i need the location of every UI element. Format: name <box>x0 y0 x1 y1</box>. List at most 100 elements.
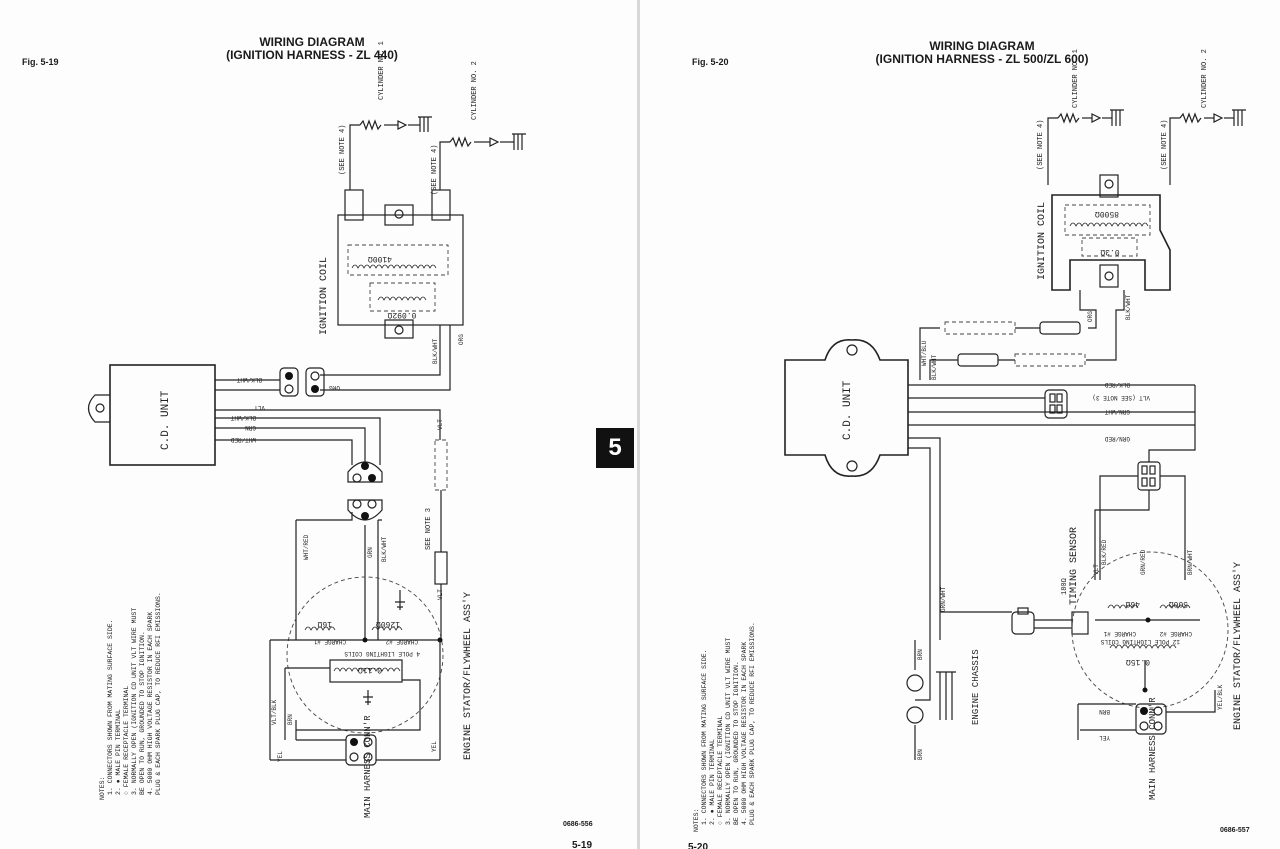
wiring-diagram-zl500-zl600: CYLINDER NO. 1 CYLINDER NO. 2 (SEE NOTE … <box>693 49 1246 832</box>
timing-sensor-label: TIMING SENSOR <box>1069 527 1080 605</box>
wire-label-blk-wht-coil: BLK/WHT <box>432 338 439 364</box>
stator-assembly <box>1071 551 1229 709</box>
wire-label-blk-red: BLK/RED <box>1104 381 1130 388</box>
wire-label-vlt-blk: VLT/BLK <box>271 699 278 725</box>
stator-label: ENGINE STATOR/FLYWHEEL ASS'Y <box>462 592 474 760</box>
wire-label-grn-stator: GRN <box>367 547 374 558</box>
charge-1-resistance: 46Ω <box>1125 599 1140 608</box>
note-line: 3. NORMALLY OPEN (IGNITION CD UNIT VLT W… <box>725 638 732 825</box>
cylinder-1-plug <box>349 116 432 190</box>
cd-unit-label: C.D. UNIT <box>842 380 854 440</box>
wire-label-yel-left: YEL <box>277 751 284 762</box>
lighting-coils-resistance: 0.11Ω <box>358 665 382 674</box>
page-gutter <box>637 0 640 849</box>
coil-primary-resistance: 0.092Ω <box>387 310 416 319</box>
charge-2-label: CHARGE #2 <box>1159 630 1192 637</box>
figure-label: Fig. 5-20 <box>692 57 729 67</box>
wire-label-yel-blk: YEL/BLK <box>1217 684 1224 710</box>
note-line: NOTES: <box>693 809 700 832</box>
wire-label-grn-red-stator: GRN/RED <box>1140 549 1147 575</box>
drawing-code: 0686-556 <box>563 821 593 828</box>
cd-unit <box>784 339 909 477</box>
wire-label-vlt-cd: VLT <box>254 404 265 411</box>
see-note-4-label-2: (SEE NOTE 4) <box>431 145 439 195</box>
main-harness-connector <box>1077 690 1216 740</box>
wire-label-blk-wht-coil: BLK/WHT <box>1125 294 1132 320</box>
cd-unit <box>87 364 216 466</box>
wire-label-brn-left: BRN <box>287 714 294 725</box>
cylinder-2-plug <box>1169 109 1246 185</box>
see-note-3-label: SEE NOTE 3 <box>425 508 433 550</box>
charge-1-label: CHARGE #1 <box>1103 630 1136 637</box>
stator-connector <box>1094 385 1196 580</box>
page-number: 5-19 <box>572 840 593 849</box>
title-line-1: WIRING DIAGRAM <box>259 35 365 49</box>
ignition-coil-label: IGNITION COIL <box>319 257 330 335</box>
wire-label-yel-right: YEL <box>431 741 438 752</box>
note-line: ○ FEMALE RECEPTACLE TERMINAL <box>123 686 130 795</box>
wire-label-vlt-note: VLT (SEE NOTE 3) <box>1092 394 1150 401</box>
wire-label-grn-red: GRN/RED <box>1104 435 1130 442</box>
wire-label-wht-blu: WHT/BLU <box>921 340 928 366</box>
engine-chassis-label: ENGINE CHASSIS <box>971 649 981 725</box>
section-tab: 5 <box>596 428 634 468</box>
note-line: NOTES: <box>99 777 106 800</box>
wire-label-wht-red-stator: WHT/RED <box>303 534 310 560</box>
main-harness-label: MAIN HARNESS CONN'R <box>1148 697 1158 800</box>
lighting-coils-resistance: 0.15Ω <box>1126 657 1150 666</box>
wire-label-grn-wht-sensor: GRN/WHT <box>940 586 947 612</box>
wire-label-blk-wht-cd: BLK/WHT <box>931 354 938 380</box>
notes-block: NOTES: 1. CONNECTORS SHOWN FROM MATING S… <box>693 622 756 832</box>
left-page: Fig. 5-19 WIRING DIAGRAM (IGNITION HARNE… <box>0 0 637 849</box>
title-line-1: WIRING DIAGRAM <box>929 39 1035 53</box>
ignition-coil <box>1051 174 1171 291</box>
wire-label-brn-chassis-1: BRN <box>917 649 924 660</box>
lighting-coils-label: 4 POLE LIGHTING COILS <box>344 650 420 657</box>
wire-label-org-cd: ORG <box>329 384 340 391</box>
cylinder-1-label: CYLINDER NO. 1 <box>378 41 386 100</box>
note-line: 1. CONNECTORS SHOWN FROM MATING SURFACE … <box>107 619 114 795</box>
wire-label-blk-wht-cd: BLK/WHT <box>236 376 262 383</box>
cylinder-1-plug <box>1047 109 1124 185</box>
wiring-diagram-zl440: CYLINDER NO. 1 CYLINDER NO. 2 (SEE NOTE … <box>87 41 526 818</box>
drawing-code: 0686-557 <box>1220 827 1250 834</box>
stator-assembly <box>270 576 444 734</box>
wire-label-blk-wht-stator: BLK/WHT <box>381 536 388 562</box>
wire-label-brn-chassis-2: BRN <box>917 749 924 760</box>
note-line: BE OPEN TO RUN, GROUNDED TO STOP IGNITIO… <box>733 661 740 825</box>
note-line: 2. ● MALE PIN TERMINAL <box>709 739 716 825</box>
page-number: 5-20 <box>688 842 709 849</box>
ignition-coil <box>337 189 464 339</box>
note-line: PLUG & EACH SPARK PLUG CAP, TO REDUCE RF… <box>155 592 162 795</box>
wire-label-org: ORG <box>1087 311 1094 322</box>
coil-plug-connectors <box>919 321 1086 380</box>
wire-label-grn-cd: GRN <box>245 424 256 431</box>
note-line: 1. CONNECTORS SHOWN FROM MATING SURFACE … <box>701 649 708 825</box>
coil-connector <box>279 367 325 397</box>
wire-label-yel-harness: YEL <box>1099 734 1110 741</box>
coil-primary-resistance: 0.3Ω <box>1100 247 1119 256</box>
lighting-coils-label: 12 POLE LIGHTING COILS <box>1100 638 1180 645</box>
coil-secondary-resistance: 8500Ω <box>1095 209 1119 218</box>
note-line: 3. NORMALLY OPEN (IGNITION CD UNIT VLT W… <box>131 608 138 795</box>
main-harness-label: MAIN HARNESS CONN'R <box>363 715 373 818</box>
engine-chassis-ground <box>906 640 956 760</box>
title-line-2: (IGNITION HARNESS - ZL 500/ZL 600) <box>875 52 1089 66</box>
timing-sensor <box>940 607 1089 635</box>
wire-label-brn-wht: BRN/WHT <box>1187 549 1194 575</box>
notes-block: NOTES: 1. CONNECTORS SHOWN FROM MATING S… <box>99 592 162 800</box>
cylinder-2-plug <box>439 133 526 190</box>
diagram-title: WIRING DIAGRAM (IGNITION HARNESS - ZL 50… <box>862 40 1102 66</box>
stator-label: ENGINE STATOR/FLYWHEEL ASS'Y <box>1232 562 1244 730</box>
figure-label: Fig. 5-19 <box>22 57 59 67</box>
ignition-coil-label: IGNITION COIL <box>1037 202 1048 280</box>
diagram-title: WIRING DIAGRAM (IGNITION HARNESS - ZL 44… <box>212 36 412 62</box>
title-line-2: (IGNITION HARNESS - ZL 440) <box>226 48 398 62</box>
wire-label-blk-red-stator: BLK/RED <box>1101 539 1108 565</box>
wire-label-wht-red-cd: WHT/RED <box>230 436 256 443</box>
coil-secondary-resistance: 4100Ω <box>368 254 392 263</box>
stator-connector-upper <box>347 461 383 483</box>
charge-2-resistance: 1260Ω <box>376 619 400 628</box>
wire-label-vlt-upper: VLT <box>437 419 444 430</box>
wire-label-blk-wht-2: BLK/WHT <box>230 414 256 421</box>
